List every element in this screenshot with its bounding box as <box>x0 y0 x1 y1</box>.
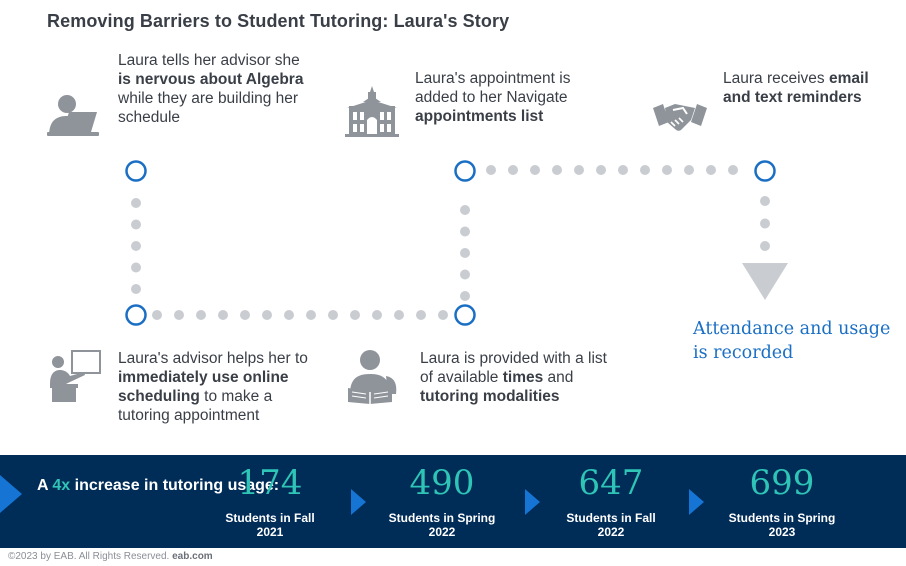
step-available-times: Laura is provided with a list of availab… <box>420 350 607 405</box>
path-dot <box>174 310 184 320</box>
step-reminders: Laura receives email and text reminders <box>723 70 869 106</box>
path-dot <box>530 165 540 175</box>
path-dot <box>372 310 382 320</box>
path-dot <box>760 196 770 206</box>
handshake-icon <box>653 104 707 131</box>
stat-label: Students in Spring 2023 <box>728 511 836 539</box>
chevron-right-icon <box>351 489 366 515</box>
path-node <box>754 160 776 182</box>
path-nodes <box>125 160 776 326</box>
path-node <box>125 304 147 326</box>
path-dot <box>618 165 628 175</box>
increase-label: A 4x increase in tutoring usage: <box>37 477 280 494</box>
path-dot <box>196 310 206 320</box>
path-dot <box>350 310 360 320</box>
path-dot <box>460 269 470 280</box>
path-dot <box>416 310 426 320</box>
path-dot <box>460 291 470 301</box>
path-dot <box>131 284 141 294</box>
path-dot <box>328 310 338 320</box>
path-dot <box>706 165 716 175</box>
step-advisor-conversation: Laura tells her advisor she is nervous a… <box>118 52 304 126</box>
path-node <box>454 160 476 182</box>
campus-building-icon <box>345 86 399 137</box>
stat-label: Students in Fall 2022 <box>566 511 656 539</box>
step-appointment-added: Laura's appointment is added to her Navi… <box>415 70 571 125</box>
stat-value: 699 <box>749 463 815 503</box>
path-dot <box>508 165 518 175</box>
stat-spring-2023: 699 Students in Spring 2023 <box>702 461 862 539</box>
path-dot <box>574 165 584 175</box>
stat-value: 490 <box>409 463 475 503</box>
journey-path <box>125 160 788 326</box>
path-node <box>454 304 476 326</box>
student-reading-icon <box>348 350 397 404</box>
stat-value: 174 <box>237 463 303 503</box>
stat-label: Students in Fall 2021 <box>225 511 315 539</box>
chevron-right-icon <box>525 489 540 515</box>
path-dot <box>684 165 694 175</box>
path-node <box>125 160 147 182</box>
path-dot <box>240 310 250 320</box>
path-dot <box>486 165 496 175</box>
path-dot <box>284 310 294 320</box>
stat-value: 647 <box>578 463 644 503</box>
stat-spring-2022: 490 Students in Spring 2022 <box>362 461 522 539</box>
path-dot <box>552 165 562 175</box>
student-laptop-icon <box>47 95 99 136</box>
path-dot <box>760 241 770 251</box>
path-dot <box>438 310 448 320</box>
path-dot <box>218 310 228 320</box>
path-dot <box>460 226 470 237</box>
path-dot <box>640 165 650 175</box>
path-dot <box>131 219 141 230</box>
path-dot <box>728 165 738 175</box>
path-dot <box>394 310 404 320</box>
stats-band <box>0 455 906 548</box>
copyright-footer: ©2023 by EAB. All Rights Reserved. eab.c… <box>8 551 213 562</box>
path-dot <box>131 198 141 208</box>
path-dot <box>596 165 606 175</box>
stat-label: Students in Spring 2022 <box>388 511 496 539</box>
page-title: Removing Barriers to Student Tutoring: L… <box>47 11 510 31</box>
stat-fall-2021: 174 Students in Fall 2021 <box>190 461 350 539</box>
path-dot <box>262 310 272 320</box>
end-arrow <box>742 263 788 300</box>
path-dot <box>460 248 470 258</box>
chevron-right-icon <box>689 489 704 515</box>
path-dot <box>460 205 470 215</box>
band-arrow-icon <box>0 475 22 513</box>
step-online-scheduling: Laura's advisor helps her to immediately… <box>118 350 308 424</box>
outcome-text: Attendance and usage is recorded <box>693 319 891 363</box>
path-dot <box>131 241 141 251</box>
path-dot <box>306 310 316 320</box>
path-dot <box>152 310 162 320</box>
path-dot <box>131 262 141 273</box>
path-dots <box>131 165 770 320</box>
presenter-board-icon <box>50 350 101 402</box>
path-dot <box>662 165 672 175</box>
path-dot <box>760 218 770 229</box>
stat-fall-2022: 647 Students in Fall 2022 <box>531 461 691 539</box>
